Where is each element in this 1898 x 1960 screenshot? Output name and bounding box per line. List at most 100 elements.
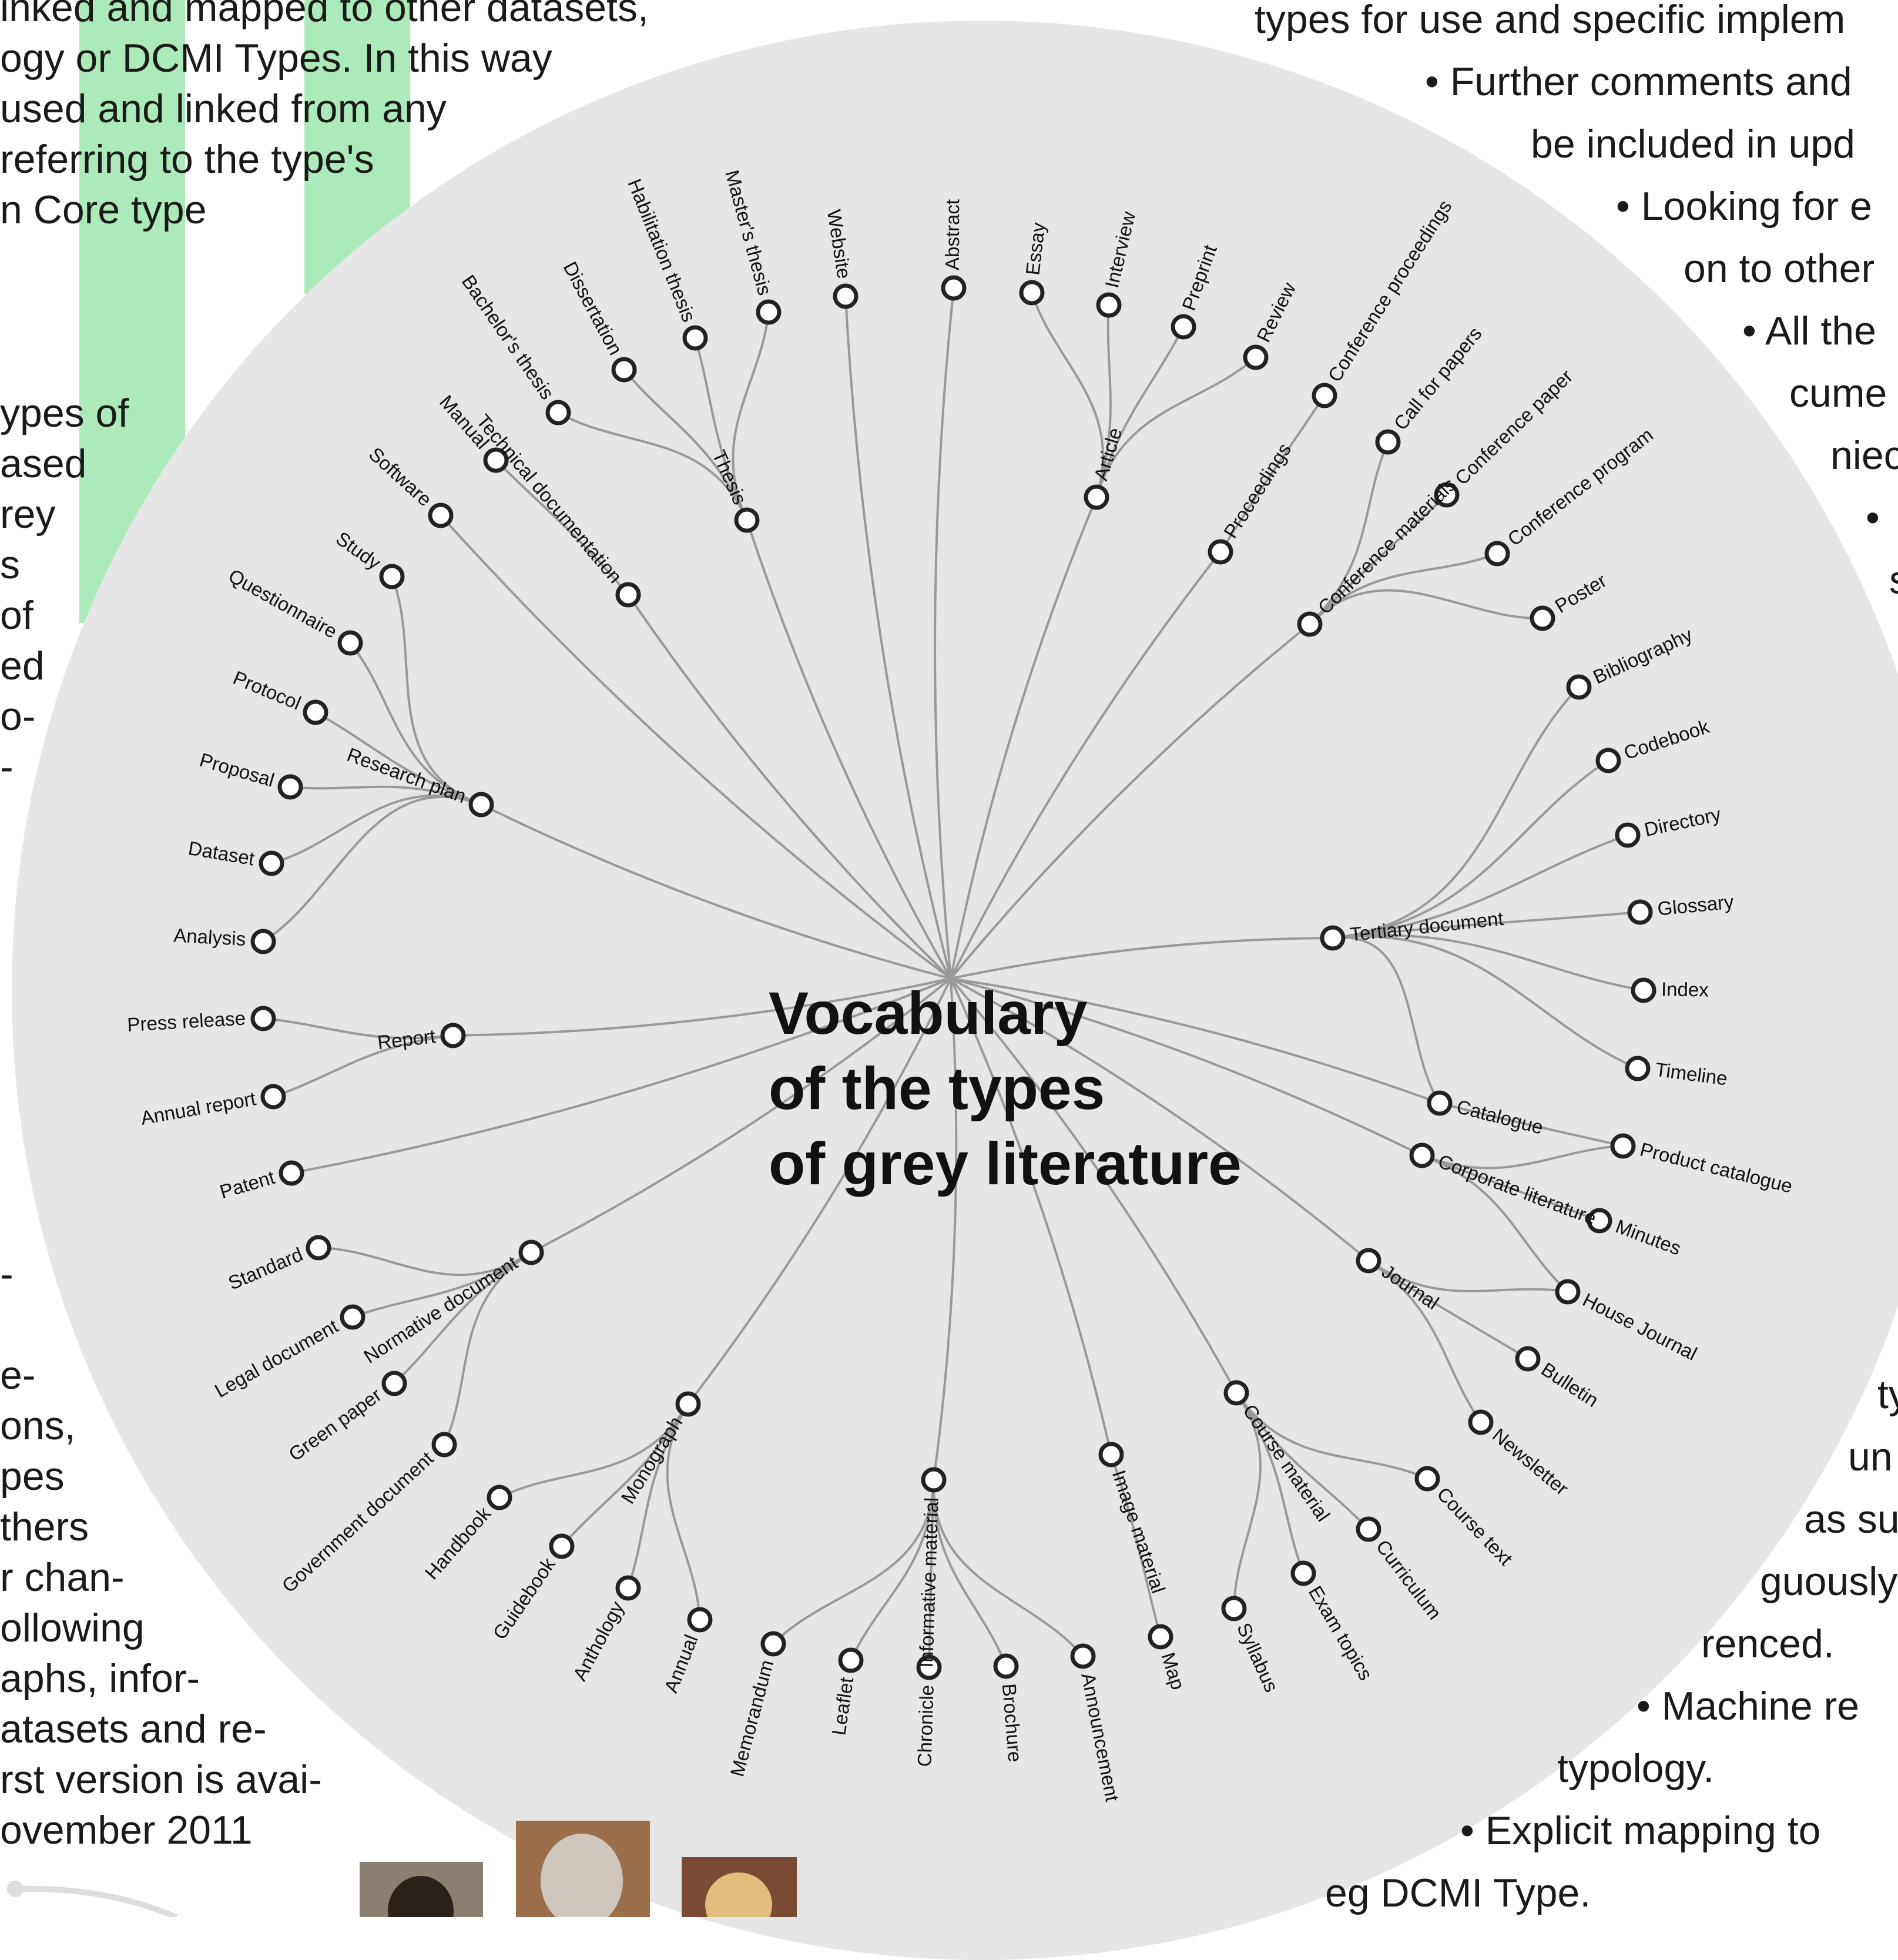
left-text-bottom: - e- ons, pes thers r chan- ollowing aph…	[0, 1249, 322, 1855]
edge-tertiary-document-timeline	[1332, 935, 1638, 1070]
node-conference-proceedings	[1312, 383, 1337, 408]
label-study: Study	[332, 527, 385, 574]
label-bulletin: Bulletin	[1537, 1358, 1602, 1411]
text-line: o-	[0, 694, 36, 739]
node-catalogue	[1427, 1090, 1453, 1116]
node-tertiary-document	[1320, 925, 1346, 951]
label-map: Map	[1157, 1650, 1189, 1692]
edge-abstract	[934, 287, 955, 979]
label-announcement: Announcement	[1077, 1671, 1124, 1803]
node-preprint	[1171, 314, 1196, 340]
edge-conference-materials	[950, 623, 1311, 980]
text-line: • All the	[1742, 309, 1876, 353]
node-questionnaire	[337, 630, 363, 656]
text-line: pes	[0, 1454, 65, 1499]
text-line: • Explicit mapping to	[1460, 1808, 1821, 1853]
edge-journal-bulletin	[1367, 1259, 1529, 1360]
label-essay: Essay	[1021, 221, 1049, 276]
text-line: •	[1866, 495, 1880, 540]
edge-normative-document-government-document	[443, 1251, 532, 1445]
label-exam-topics: Exam topics	[1305, 1582, 1377, 1684]
face-shape	[388, 1876, 454, 1917]
label-corporate-literature: Corporate literature	[1436, 1150, 1599, 1229]
edge-thesis-bachelor-s-thesis	[558, 411, 748, 521]
edge-informative-material-leaflet	[850, 1479, 935, 1661]
text-line: r chan-	[0, 1555, 125, 1600]
node-minutes	[1587, 1208, 1612, 1234]
edge-corporate-literature-product-catalogue	[1421, 1145, 1624, 1170]
edge-catalogue	[950, 977, 1440, 1104]
text-line: ypes of	[0, 391, 129, 435]
node-house-journal	[1555, 1279, 1581, 1305]
text-line: as su	[1804, 1497, 1898, 1542]
label-report: Report	[376, 1025, 437, 1053]
left-text-top: inked and mapped to other datasets, ogy …	[0, 0, 649, 235]
label-preprint: Preprint	[1178, 242, 1221, 313]
label-handbook: Handbook	[421, 1502, 495, 1583]
node-analysis	[250, 929, 276, 954]
node-research-plan	[468, 792, 494, 817]
node-image-material	[1098, 1442, 1124, 1468]
text-line: guously	[1760, 1559, 1898, 1604]
label-product-catalogue: Product catalogue	[1638, 1138, 1795, 1197]
text-line: un	[1848, 1435, 1893, 1479]
text-line: aphs, infor-	[0, 1656, 200, 1701]
label-abstract: Abstract	[941, 199, 963, 270]
text-line: • Machine re	[1637, 1684, 1860, 1728]
edge-conference-materials-poster	[1309, 589, 1543, 625]
node-poster	[1530, 605, 1555, 631]
edge-informative-material-announcement	[932, 1479, 1084, 1657]
edge-conference-materials-conference-paper	[1309, 494, 1448, 625]
edge-journal-newsletter	[1367, 1259, 1482, 1423]
node-technical-documentation	[615, 582, 641, 608]
label-conference-proceedings: Conference proceedings	[1323, 196, 1456, 386]
node-newsletter	[1468, 1409, 1494, 1435]
text-line: -	[0, 745, 14, 789]
right-text-top: types for use and specific implem • Furt…	[1255, 0, 1898, 611]
edge-course-material	[950, 977, 1238, 1393]
edge-normative-document-standard	[318, 1247, 532, 1276]
text-line: • Further comments and	[1425, 59, 1852, 104]
node-interview	[1096, 292, 1122, 318]
edge-informative-material-memorandum	[772, 1479, 935, 1645]
edge-corporate-literature	[950, 977, 1423, 1157]
node-call-for-papers	[1375, 429, 1401, 455]
edge-catalogue-product-catalogue	[1439, 1102, 1624, 1147]
label-technical-documentation: Technical documentation	[472, 410, 626, 587]
label-glossary: Glossary	[1656, 890, 1735, 919]
label-bachelor-s-thesis: Bachelor's thesis	[458, 271, 559, 403]
node-codebook	[1595, 748, 1621, 773]
text-line: thers	[0, 1505, 89, 1549]
node-annual-report	[260, 1084, 286, 1110]
edge-technical-documentation-manual	[495, 459, 629, 596]
text-line: referring to the type's	[0, 137, 374, 182]
label-informative-material: Informative material	[915, 1497, 943, 1668]
label-conference-program: Conference program	[1504, 424, 1658, 550]
node-exam-topics	[1290, 1560, 1316, 1586]
text-line: on to other	[1684, 246, 1875, 291]
label-interview: Interview	[1101, 209, 1139, 290]
node-brochure	[993, 1653, 1019, 1679]
edge-research-plan-analysis	[262, 796, 482, 943]
edge-course-material-curriculum	[1235, 1392, 1370, 1530]
label-brochure: Brochure	[998, 1683, 1027, 1763]
edge-research-plan-dataset	[271, 794, 482, 865]
edge-report-annual-report	[273, 1034, 454, 1098]
edge-image-material-map	[1110, 1454, 1162, 1637]
label-normative-document: Normative document	[360, 1252, 521, 1368]
text-line: • Looking for e	[1616, 184, 1872, 229]
text-line: ased	[0, 441, 87, 486]
node-proceedings	[1208, 539, 1233, 565]
node-essay	[1019, 280, 1045, 306]
edge-informative-material	[933, 978, 958, 1480]
label-review: Review	[1252, 279, 1300, 346]
edge-article	[950, 497, 1098, 979]
text-line: rst version is avai-	[0, 1757, 322, 1802]
text-line: -	[0, 1252, 14, 1296]
node-conference-program	[1484, 541, 1510, 567]
label-conference-paper: Conference paper	[1451, 365, 1577, 489]
edge-thesis-dissertation	[623, 368, 748, 521]
text-line: ons,	[0, 1403, 76, 1448]
text-line: n Core type	[0, 187, 207, 232]
node-conference-materials	[1297, 611, 1323, 637]
